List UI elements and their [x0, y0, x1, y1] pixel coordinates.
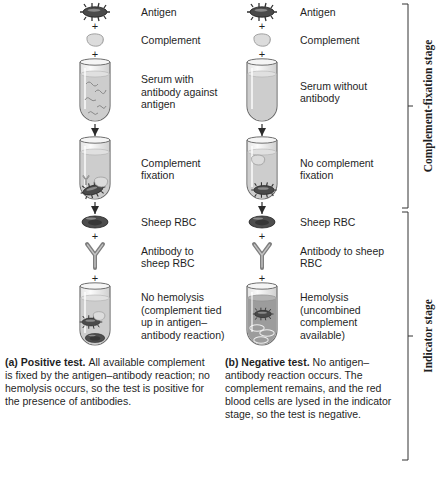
antibody-strand [97, 106, 106, 109]
sheep-rbc-icon [85, 334, 105, 343]
item-label: Antigen [141, 6, 225, 19]
illustrated-item: Serum with antibody against antigen [69, 60, 225, 124]
complement-icon [87, 34, 104, 46]
illustrated-item: Antibody to sheep RBC [236, 242, 400, 272]
item-text-box: Antibody to sheep RBC [141, 245, 225, 270]
caption-block: (b) Negative test.No antigen–antibody re… [225, 356, 397, 421]
item-label: Sheep RBC [141, 216, 225, 229]
item-text-box: Complement [141, 34, 225, 47]
item-text-box: Sheep RBC [300, 216, 400, 229]
item-label: Complement [141, 34, 225, 47]
stage-bracket [402, 212, 413, 460]
illustrated-item: Hemolysis (uncombined complement availab… [236, 284, 400, 348]
illustrated-item: Complement fixation [69, 136, 225, 202]
complement-icon [254, 34, 271, 46]
plus-sign: + [85, 271, 105, 285]
flow-arrow [261, 124, 262, 136]
plus-sign: + [85, 19, 105, 33]
item-label: Serum without antibody [300, 80, 400, 105]
caption-heading: (b) Negative test. [225, 356, 310, 368]
item-text-box: No hemolysis (complement tied up in anti… [141, 291, 225, 341]
flow-arrow [94, 124, 95, 136]
item-text-box: Antibody to sheep RBC [300, 245, 400, 270]
item-text-box: Antigen [141, 6, 225, 19]
item-label: Complement fixation [141, 157, 225, 182]
antigen-icon [80, 3, 110, 21]
item-text-box: Complement [300, 34, 400, 47]
illustrated-item: No complement fixation [236, 136, 400, 202]
antibody-icon [83, 176, 89, 184]
antigen-icon [247, 3, 277, 21]
illustrated-item: Complement [236, 32, 400, 48]
lysed-cell-icon [254, 337, 268, 343]
illustrated-item: Serum without antibody [236, 60, 400, 124]
result-tube [247, 283, 277, 345]
item-label: Antibody to sheep RBC [300, 245, 400, 270]
flow-arrow [261, 202, 262, 214]
antigen-icon [251, 182, 277, 197]
stage-label: Indicator stage [421, 261, 435, 411]
plus-sign: + [85, 47, 105, 61]
result-tube [80, 283, 110, 345]
sheep-rbc-icon [249, 216, 275, 228]
tube-highlight [251, 292, 253, 332]
item-label: Antigen [300, 6, 400, 19]
item-text-box: Sheep RBC [141, 216, 225, 229]
illustrated-item: Antibody to sheep RBC [69, 242, 225, 272]
illustrated-item: Antigen [69, 4, 225, 20]
flow-arrow [94, 202, 95, 214]
item-label: Serum with antibody against antigen [141, 73, 225, 111]
antibody-strand [88, 112, 98, 115]
item-text-box: Hemolysis (uncombined complement availab… [300, 291, 400, 341]
item-text-box: Serum with antibody against antigen [141, 73, 225, 111]
item-text-box: No complement fixation [300, 157, 400, 182]
plus-sign: + [252, 229, 272, 243]
antibody-strand [86, 82, 98, 86]
serum-tube [80, 59, 110, 121]
antigen-icon [253, 308, 274, 321]
antibody-icon [87, 244, 103, 268]
complement-icon [95, 177, 108, 187]
illustrated-item: No hemolysis (complement tied up in anti… [69, 284, 225, 348]
plus-sign: + [85, 229, 105, 243]
plus-sign: + [252, 271, 272, 285]
complement-icon [252, 155, 265, 165]
caption-block: (a) Positive test.All available compleme… [5, 356, 213, 408]
lysed-cell-icon [260, 330, 274, 336]
illustrated-item: Sheep RBC [236, 214, 400, 230]
illustrated-item: Antigen [236, 4, 400, 20]
sheep-rbc-icon [82, 216, 108, 228]
item-label: No complement fixation [300, 157, 400, 182]
item-text-box: Serum without antibody [300, 80, 400, 105]
complement-icon [93, 312, 105, 321]
item-text-box: Complement fixation [141, 157, 225, 182]
illustrated-item: Complement [69, 32, 225, 48]
plus-sign: + [252, 19, 272, 33]
antibody-strand [95, 90, 106, 94]
fixation-tube [247, 137, 277, 199]
plus-sign: + [252, 47, 272, 61]
serum-tube [247, 59, 277, 121]
antibody-strand [85, 98, 96, 101]
item-label: Sheep RBC [300, 216, 400, 229]
antibody-icon [254, 244, 270, 268]
item-label: Hemolysis (uncombined complement availab… [300, 291, 400, 341]
item-text-box: Antigen [300, 6, 400, 19]
item-label: Antibody to sheep RBC [141, 245, 225, 270]
stage-bracket [402, 4, 413, 208]
item-label: No hemolysis (complement tied up in anti… [141, 291, 225, 341]
item-label: Complement [300, 34, 400, 47]
stage-label: Complement-fixation stage [421, 6, 435, 206]
illustrated-item: Sheep RBC [69, 214, 225, 230]
antibody-strands [85, 82, 106, 115]
caption-heading: (a) Positive test. [5, 356, 86, 368]
